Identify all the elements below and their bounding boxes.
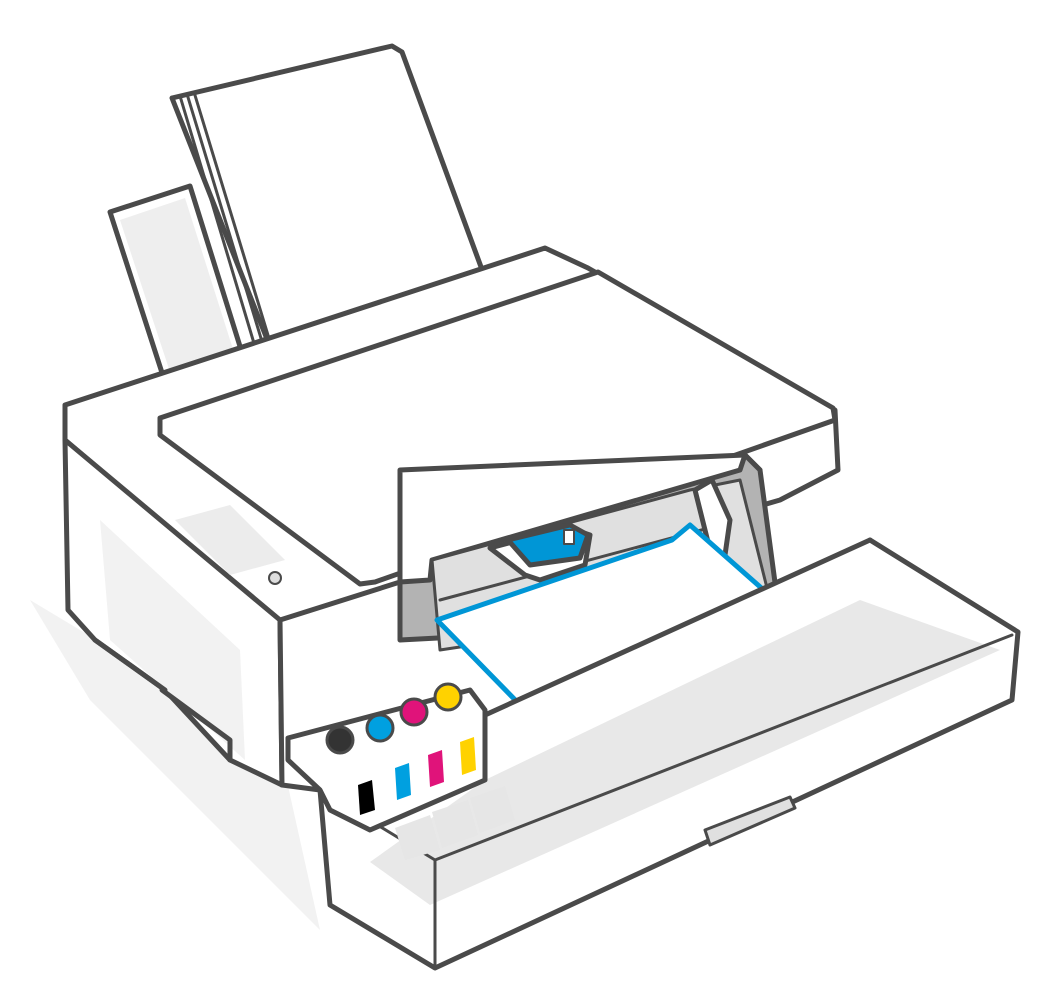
tray-handle[interactable] [703, 795, 797, 847]
ink-level-cyan [395, 763, 411, 800]
ink-windows [358, 737, 476, 815]
ink-cap-cyan [365, 713, 395, 743]
front-labels [395, 786, 515, 860]
ink-cap-magenta [399, 697, 429, 727]
ink-level-yellow [460, 737, 476, 775]
ink-level-magenta [428, 750, 444, 787]
ink-cap-yellow [433, 682, 463, 712]
ink-cap-black [325, 725, 355, 755]
control-panel [175, 505, 285, 575]
ink-level-black [358, 780, 375, 815]
floor-shadow [30, 600, 320, 930]
ink-caps [325, 682, 463, 755]
ink-tank-housing [285, 687, 488, 833]
cartridge-carriage [487, 522, 593, 583]
power-button[interactable] [268, 571, 282, 585]
